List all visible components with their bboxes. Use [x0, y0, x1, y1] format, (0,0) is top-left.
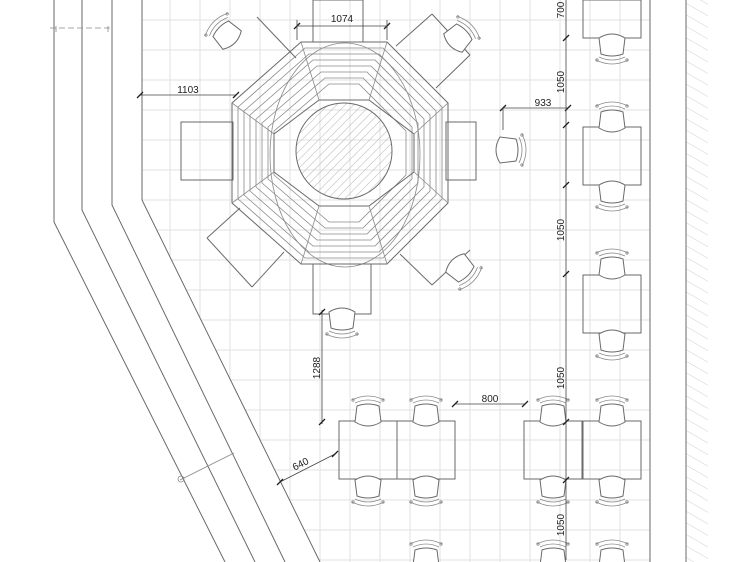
chair — [440, 248, 486, 294]
chair — [409, 395, 443, 427]
chair — [595, 33, 629, 65]
dim-1050: 1050 — [556, 366, 567, 389]
dim-800: 800 — [482, 394, 499, 405]
chair — [595, 539, 629, 562]
dim-1050: 1050 — [556, 70, 567, 93]
octagonal-booth — [231, 41, 449, 268]
chair — [351, 475, 385, 507]
dimension-lines: 1074 1103 933 700 1050 1050 1050 1050 12… — [136, 0, 572, 560]
dim-1074: 1074 — [331, 14, 354, 25]
chair — [325, 307, 359, 339]
chair — [595, 101, 629, 133]
dim-1050: 1050 — [556, 218, 567, 241]
chair — [536, 395, 570, 427]
dim-1050: 1050 — [556, 513, 567, 536]
chair — [495, 133, 527, 167]
chair — [536, 475, 570, 507]
chair — [409, 539, 443, 562]
chair — [536, 539, 570, 562]
dim-700: 700 — [556, 1, 567, 18]
chair — [595, 395, 629, 427]
dim-640: 640 — [291, 456, 311, 474]
dim-1103: 1103 — [177, 85, 199, 96]
chair — [409, 475, 443, 507]
bottom-table-sets — [338, 395, 583, 562]
left-angled-walls — [50, 0, 321, 562]
dim-933: 933 — [535, 98, 552, 109]
chair — [201, 9, 247, 55]
dim-1288: 1288 — [312, 356, 323, 379]
chair — [351, 395, 385, 427]
chair — [595, 180, 629, 212]
right-wall — [649, 0, 708, 562]
chair — [595, 248, 629, 280]
chair — [595, 329, 629, 361]
right-table-column — [582, 0, 642, 562]
chair — [595, 475, 629, 507]
room-mask — [0, 0, 320, 562]
